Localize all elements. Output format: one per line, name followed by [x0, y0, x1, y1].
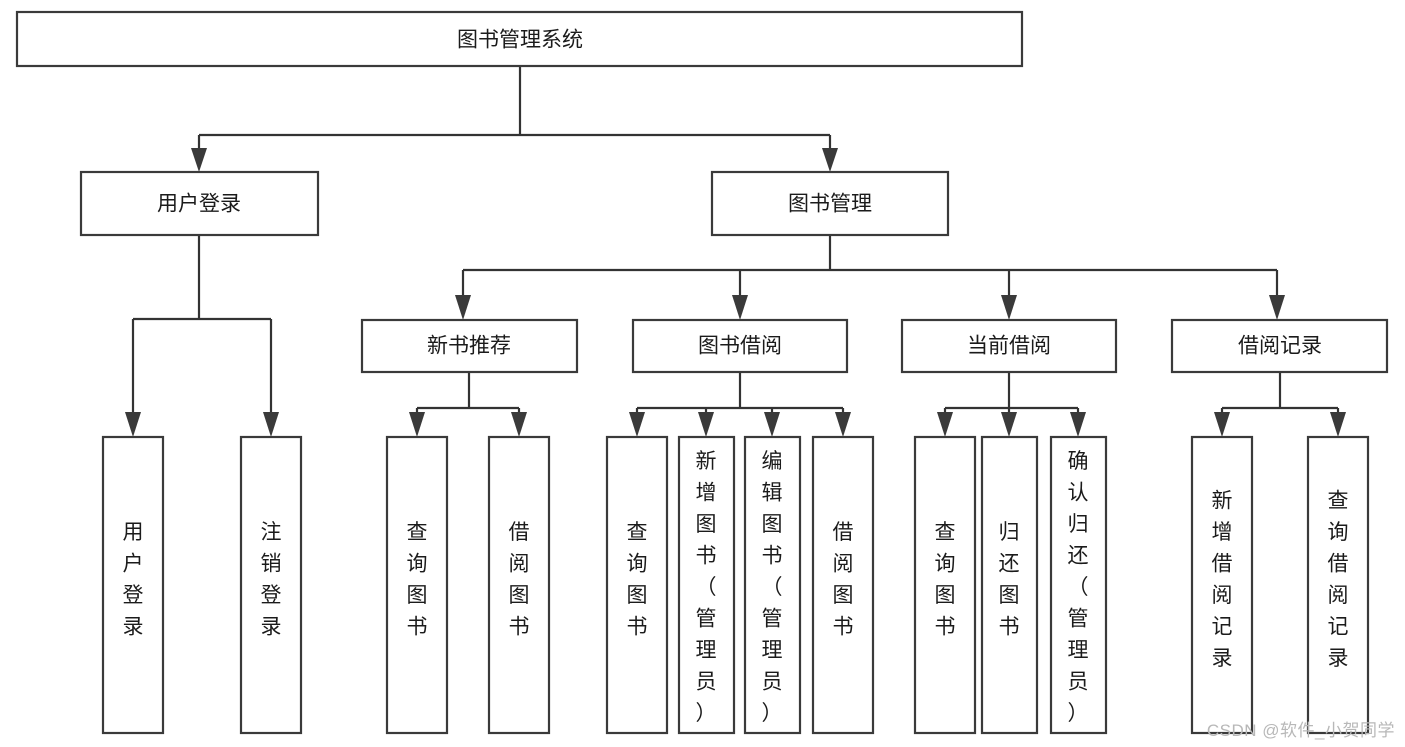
node-leaf-query-book-1[interactable]: 查询图书 — [385, 435, 449, 735]
node-book-borrow[interactable]: 图书借阅 — [631, 318, 849, 374]
arrow-head-icon — [263, 412, 279, 437]
node-leaf-query-borrow-record[interactable]: 查询借阅记录 — [1306, 435, 1370, 735]
arrow-head-icon — [511, 412, 527, 437]
node-box-leaf-query-book-3[interactable] — [913, 435, 977, 735]
arrow-head-icon — [1001, 295, 1017, 320]
arrow-head-icon — [409, 412, 425, 437]
node-label-leaf-return-book: 归还图书 — [999, 521, 1020, 639]
arrow-head-icon — [1214, 412, 1230, 437]
arrow-head-icon — [835, 412, 851, 437]
node-box-leaf-borrow-book-1[interactable] — [487, 435, 551, 735]
node-label-leaf-confirm-return-admin: 确认归还（管理员） — [1068, 450, 1089, 725]
arrow-head-icon — [125, 412, 141, 437]
node-book-management[interactable]: 图书管理 — [710, 170, 950, 237]
node-box-leaf-return-book[interactable] — [980, 435, 1039, 735]
node-leaf-add-book-admin[interactable]: 新增图书（管理员） — [677, 435, 736, 735]
node-new-book-recommend[interactable]: 新书推荐 — [360, 318, 579, 374]
node-label-leaf-edit-book-admin: 编辑图书（管理员） — [762, 450, 783, 725]
node-label-leaf-add-borrow-record: 新增借阅记录 — [1212, 490, 1233, 670]
node-current-borrow[interactable]: 当前借阅 — [900, 318, 1118, 374]
node-box-leaf-add-book-admin[interactable] — [677, 435, 736, 735]
node-box-leaf-borrow-book-2[interactable] — [811, 435, 875, 735]
node-leaf-confirm-return-admin[interactable]: 确认归还（管理员） — [1049, 435, 1108, 735]
node-label-leaf-query-book-2: 查询图书 — [627, 521, 648, 639]
arrow-head-icon — [698, 412, 714, 437]
arrow-head-icon — [1330, 412, 1346, 437]
node-box-leaf-confirm-return-admin[interactable] — [1049, 435, 1108, 735]
node-box-leaf-query-book-2[interactable] — [605, 435, 669, 735]
node-label-borrow-record: 借阅记录 — [1238, 335, 1322, 358]
node-user-login[interactable]: 用户登录 — [79, 170, 320, 237]
node-label-leaf-query-book-1: 查询图书 — [407, 521, 428, 639]
arrow-head-icon — [1070, 412, 1086, 437]
arrow-head-icon — [191, 148, 207, 172]
arrow-head-icon — [629, 412, 645, 437]
node-box-root[interactable] — [15, 10, 1024, 68]
node-label-leaf-borrow-book-2: 借阅图书 — [833, 521, 854, 639]
node-box-leaf-edit-book-admin[interactable] — [743, 435, 802, 735]
node-label-leaf-logout: 注销登录 — [261, 521, 282, 639]
node-leaf-borrow-book-1[interactable]: 借阅图书 — [487, 435, 551, 735]
node-root[interactable]: 图书管理系统 — [15, 10, 1024, 68]
node-box-new-book-recommend[interactable] — [360, 318, 579, 374]
node-box-book-borrow[interactable] — [631, 318, 849, 374]
node-borrow-record[interactable]: 借阅记录 — [1170, 318, 1389, 374]
node-box-leaf-query-borrow-record[interactable] — [1306, 435, 1370, 735]
node-leaf-edit-book-admin[interactable]: 编辑图书（管理员） — [743, 435, 802, 735]
node-box-borrow-record[interactable] — [1170, 318, 1389, 374]
node-box-user-login[interactable] — [79, 170, 320, 237]
node-label-book-management: 图书管理 — [788, 193, 872, 216]
node-box-current-borrow[interactable] — [900, 318, 1118, 374]
csdn-watermark: CSDN @软件_小贺同学 — [1206, 721, 1395, 740]
node-label-leaf-user-login: 用户登录 — [123, 521, 144, 639]
node-box-leaf-user-login[interactable] — [101, 435, 165, 735]
node-box-leaf-add-borrow-record[interactable] — [1190, 435, 1254, 735]
arrow-head-icon — [1001, 412, 1017, 437]
arrow-head-icon — [1269, 295, 1285, 320]
node-label-new-book-recommend: 新书推荐 — [427, 335, 511, 358]
arrow-head-icon — [822, 148, 838, 172]
node-leaf-query-book-3[interactable]: 查询图书 — [913, 435, 977, 735]
node-box-book-management[interactable] — [710, 170, 950, 237]
node-label-root: 图书管理系统 — [457, 29, 583, 52]
node-label-current-borrow: 当前借阅 — [967, 335, 1051, 358]
arrow-head-icon — [764, 412, 780, 437]
node-label-leaf-query-borrow-record: 查询借阅记录 — [1328, 490, 1349, 670]
node-box-leaf-query-book-1[interactable] — [385, 435, 449, 735]
node-leaf-return-book[interactable]: 归还图书 — [980, 435, 1039, 735]
node-box-leaf-logout[interactable] — [239, 435, 303, 735]
connector-layer — [125, 66, 1346, 437]
node-label-leaf-query-book-3: 查询图书 — [935, 521, 956, 639]
node-leaf-logout[interactable]: 注销登录 — [239, 435, 303, 735]
node-leaf-add-borrow-record[interactable]: 新增借阅记录 — [1190, 435, 1254, 735]
node-label-user-login: 用户登录 — [157, 193, 241, 216]
node-label-leaf-borrow-book-1: 借阅图书 — [509, 521, 530, 639]
arrow-head-icon — [732, 295, 748, 320]
node-leaf-query-book-2[interactable]: 查询图书 — [605, 435, 669, 735]
node-leaf-user-login[interactable]: 用户登录 — [101, 435, 165, 735]
arrow-head-icon — [937, 412, 953, 437]
node-label-book-borrow: 图书借阅 — [698, 335, 782, 358]
node-leaf-borrow-book-2[interactable]: 借阅图书 — [811, 435, 875, 735]
node-label-leaf-add-book-admin: 新增图书（管理员） — [696, 450, 717, 725]
arrow-head-icon — [455, 295, 471, 320]
